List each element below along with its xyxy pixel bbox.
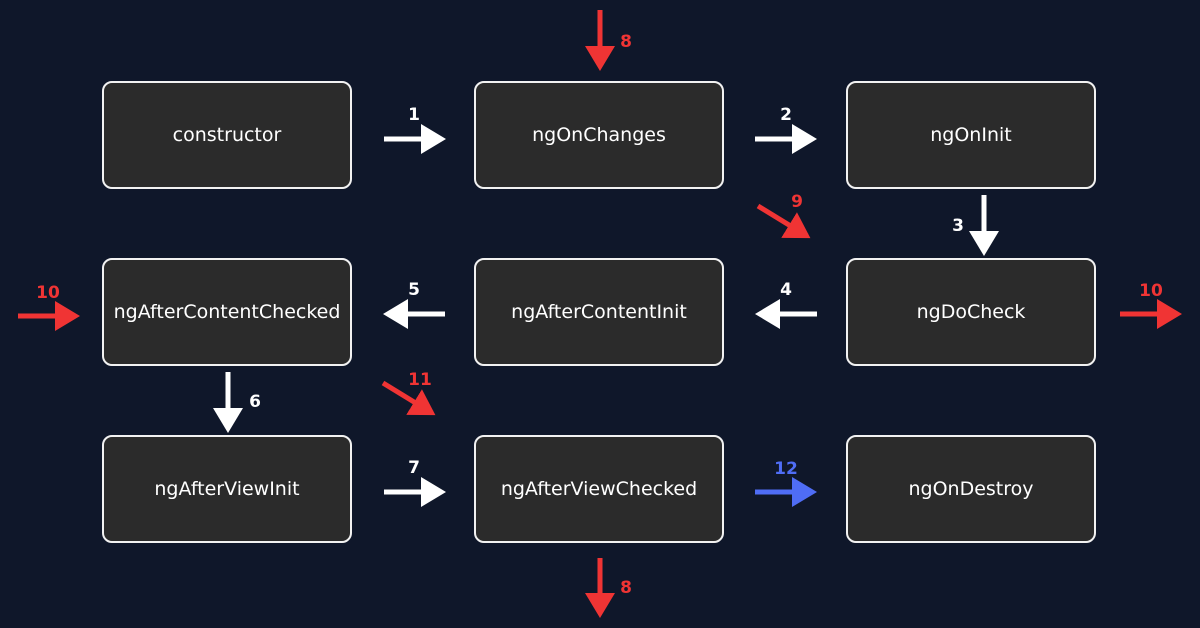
arrow-label: 12 (774, 459, 798, 479)
arrow-5: 5 (382, 280, 445, 329)
arrow-label: 11 (408, 370, 432, 390)
arrow-3: 3 (952, 195, 999, 257)
arrow-label: 3 (952, 216, 964, 236)
arrow-label: 10 (1139, 281, 1163, 301)
arrow-9: 9 (756, 192, 811, 239)
node-ngdocheck: ngDoCheck (846, 258, 1096, 366)
arrow-10-right: 10 (1120, 281, 1183, 329)
node-label: ngAfterContentInit (511, 301, 687, 323)
node-ngoninit: ngOnInit (846, 81, 1096, 189)
arrow-4: 4 (754, 280, 817, 329)
node-ngafterviewchecked: ngAfterViewChecked (474, 435, 724, 543)
arrow-label: 7 (408, 458, 420, 478)
arrow-1: 1 (384, 105, 447, 154)
node-label: ngOnInit (930, 124, 1012, 146)
node-label: ngOnChanges (532, 124, 666, 146)
node-ngaftercontentchecked: ngAfterContentChecked (102, 258, 352, 366)
node-label: ngOnDestroy (908, 478, 1034, 500)
arrow-2: 2 (755, 105, 818, 154)
arrow-8-bottom: 8 (585, 558, 632, 619)
arrow-label: 6 (249, 392, 261, 412)
node-label: ngAfterContentChecked (113, 301, 341, 323)
node-ngondestroy: ngOnDestroy (846, 435, 1096, 543)
arrow-label: 1 (408, 105, 420, 125)
arrow-7: 7 (384, 458, 447, 507)
node-label: ngDoCheck (916, 301, 1026, 323)
arrow-label: 8 (620, 578, 632, 598)
node-label: constructor (172, 124, 282, 146)
node-label: ngAfterViewInit (154, 478, 300, 500)
arrow-12: 12 (755, 459, 818, 507)
arrow-label: 2 (780, 105, 792, 125)
node-ngaftercontentinit: ngAfterContentInit (474, 258, 724, 366)
node-ngafterviewinit: ngAfterViewInit (102, 435, 352, 543)
arrow-label: 9 (791, 192, 803, 212)
arrow-10-left: 10 (18, 283, 81, 331)
arrow-11: 11 (381, 370, 436, 416)
arrow-6: 6 (213, 372, 261, 434)
arrow-label: 8 (620, 32, 632, 52)
arrow-label: 10 (36, 283, 60, 303)
arrow-label: 5 (408, 280, 420, 300)
node-ngonchanges: ngOnChanges (474, 81, 724, 189)
arrow-8-top: 8 (585, 10, 632, 72)
node-label: ngAfterViewChecked (500, 478, 698, 500)
node-constructor: constructor (102, 81, 352, 189)
arrow-label: 4 (780, 280, 792, 300)
